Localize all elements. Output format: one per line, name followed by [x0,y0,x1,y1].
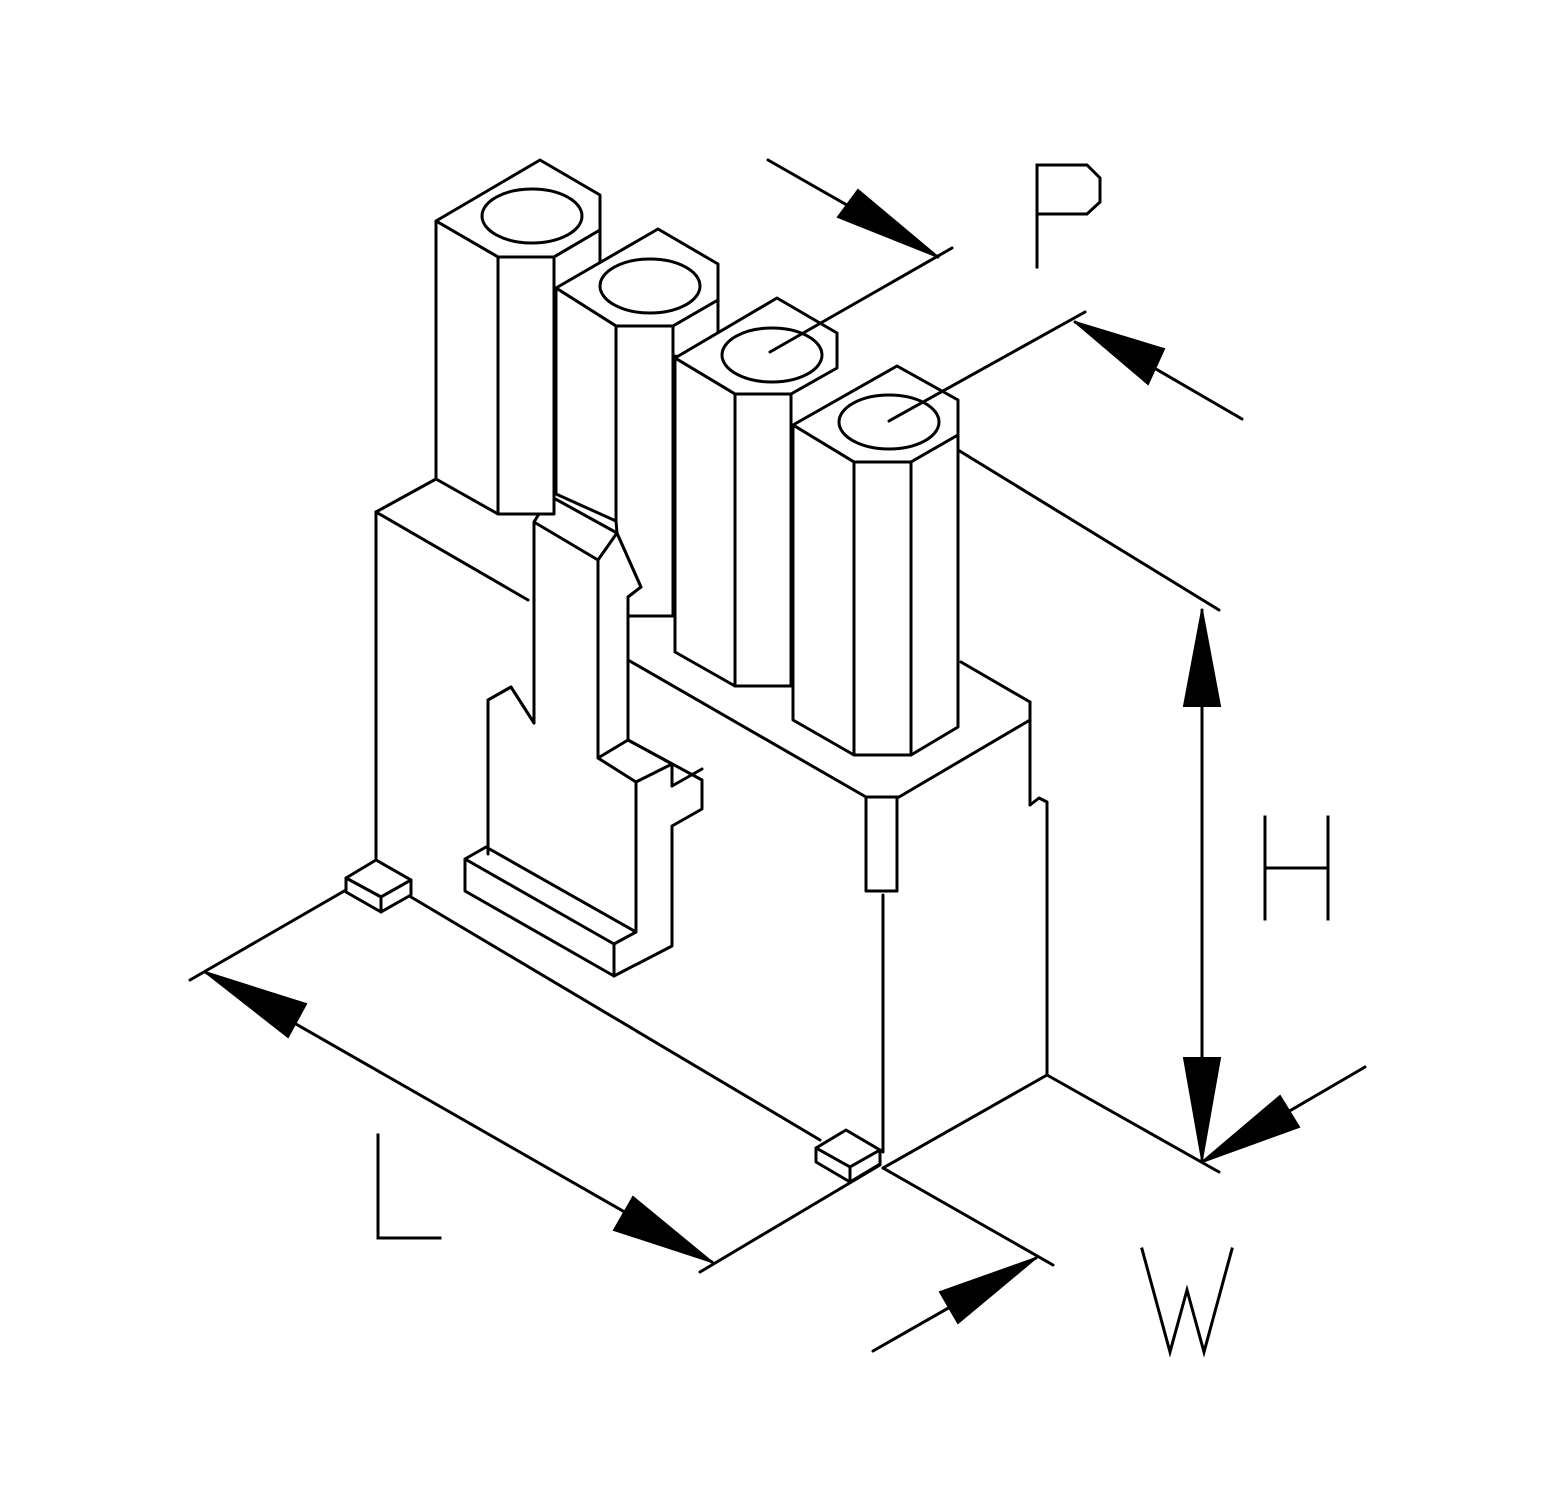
foot-right [814,1128,882,1184]
pitch-arrow-right [1074,321,1166,386]
height-arrow-bottom [1182,1057,1222,1161]
pitch-dimension: P [766,158,1244,423]
foot-left [344,858,413,914]
pin-3 [673,296,839,688]
length-arrow-right [612,1195,713,1263]
length-letter-glyph [376,1133,442,1240]
width-letter-glyph [1140,1247,1234,1358]
width-label: W [1142,1351,1143,1353]
housing-body [374,477,1221,1267]
width-dimension: W [871,1065,1367,1358]
pin-4 [791,364,960,757]
height-letter-glyph [1263,815,1330,921]
length-dimension: L [188,888,882,1274]
pitch-letter-glyph [1035,163,1102,269]
width-arrow-lower [938,1257,1037,1325]
pin-1 [434,158,602,516]
height-arrow-top [1182,609,1222,707]
height-dimension: H [956,448,1330,1162]
length-arrow-left [204,971,308,1039]
pin-2 [554,227,720,618]
pitch-arrow-left [836,188,939,258]
width-arrow-upper [1201,1094,1301,1163]
